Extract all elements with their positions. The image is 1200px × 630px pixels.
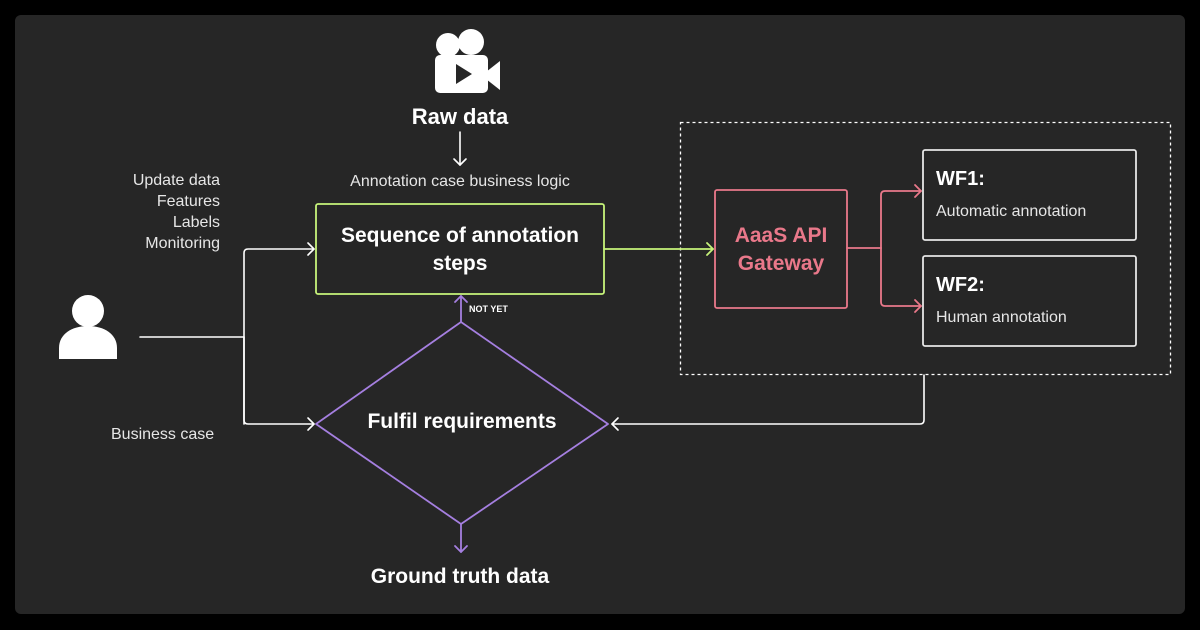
user-inputs-list: Update data Features Labels Monitoring (90, 170, 220, 254)
diagram-canvas (15, 15, 1185, 614)
gateway-box[interactable] (714, 189, 848, 309)
gateway-label-line2: Gateway (737, 252, 825, 275)
user-connectors (139, 242, 315, 431)
user-input-features: Features (156, 193, 220, 210)
wf2-box[interactable] (922, 255, 1137, 347)
wf1-title: WF1: (936, 168, 985, 190)
wf2-title: WF2: (936, 274, 985, 296)
gateway-branches (846, 184, 922, 313)
business-case-label: Business case (111, 426, 215, 443)
wf1-subtitle: Automatic annotation (936, 203, 1087, 220)
wf1-box[interactable] (922, 149, 1137, 241)
arrow-workflows-decision (611, 374, 925, 431)
arrow-not-yet (454, 295, 468, 323)
arrow-raw-data (453, 131, 467, 166)
arrow-decision-output (454, 523, 468, 553)
raw-data-label: Raw data (411, 104, 509, 129)
user-input-labels: Labels (172, 214, 220, 231)
sequence-label: Sequence of annotation steps (316, 222, 604, 278)
user-input-update-data: Update data (132, 172, 220, 189)
sequence-label-line2: steps (432, 252, 488, 275)
gateway-label-line1: AaaS API (734, 224, 828, 247)
user-icon (59, 295, 117, 359)
video-camera-icon (435, 29, 500, 93)
decision-label: Fulfil requirements (367, 410, 557, 433)
business-logic-label: Annotation case business logic (350, 173, 570, 190)
arrow-sequence-gateway (603, 242, 714, 256)
gateway-label: AaaS API Gateway (715, 222, 847, 278)
ground-truth-label: Ground truth data (370, 565, 550, 588)
sequence-label-line1: Sequence of annotation (340, 224, 579, 247)
not-yet-label: NOT YET (469, 304, 508, 314)
wf2-subtitle: Human annotation (936, 309, 1067, 326)
user-input-monitoring: Monitoring (145, 235, 220, 252)
